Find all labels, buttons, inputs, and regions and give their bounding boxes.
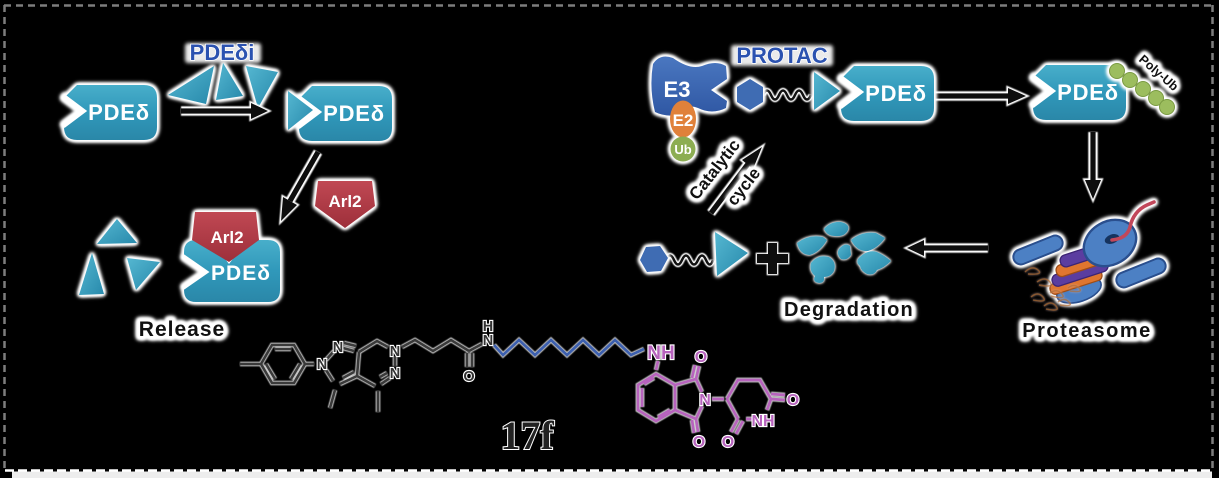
svg-text:Degradation: Degradation <box>784 299 914 321</box>
svg-text:O: O <box>787 392 799 409</box>
svg-text:PROTAC: PROTAC <box>736 43 827 68</box>
svg-text:NH: NH <box>751 413 774 430</box>
svg-text:N: N <box>390 366 400 382</box>
svg-text:Proteasome: Proteasome <box>1022 320 1152 342</box>
svg-text:PDEδ: PDEδ <box>211 262 271 285</box>
svg-text:O: O <box>693 434 705 451</box>
svg-text:N: N <box>333 340 343 356</box>
svg-text:O: O <box>463 369 474 385</box>
svg-text:E3: E3 <box>664 77 691 102</box>
svg-text:H: H <box>483 319 493 335</box>
svg-text:Ub: Ub <box>674 142 691 157</box>
svg-text:E2: E2 <box>673 111 694 130</box>
svg-text:Release: Release <box>139 318 225 341</box>
svg-text:17f: 17f <box>500 413 554 458</box>
svg-text:N: N <box>317 357 327 373</box>
svg-text:PDEδi: PDEδi <box>190 40 255 65</box>
svg-text:N: N <box>483 333 493 349</box>
svg-text:O: O <box>722 434 734 451</box>
svg-text:NH: NH <box>647 343 674 364</box>
svg-text:O: O <box>695 349 707 366</box>
svg-text:N: N <box>699 392 711 409</box>
svg-text:N: N <box>390 344 400 360</box>
svg-text:Arl2: Arl2 <box>210 228 243 247</box>
svg-text:Arl2: Arl2 <box>328 192 361 211</box>
